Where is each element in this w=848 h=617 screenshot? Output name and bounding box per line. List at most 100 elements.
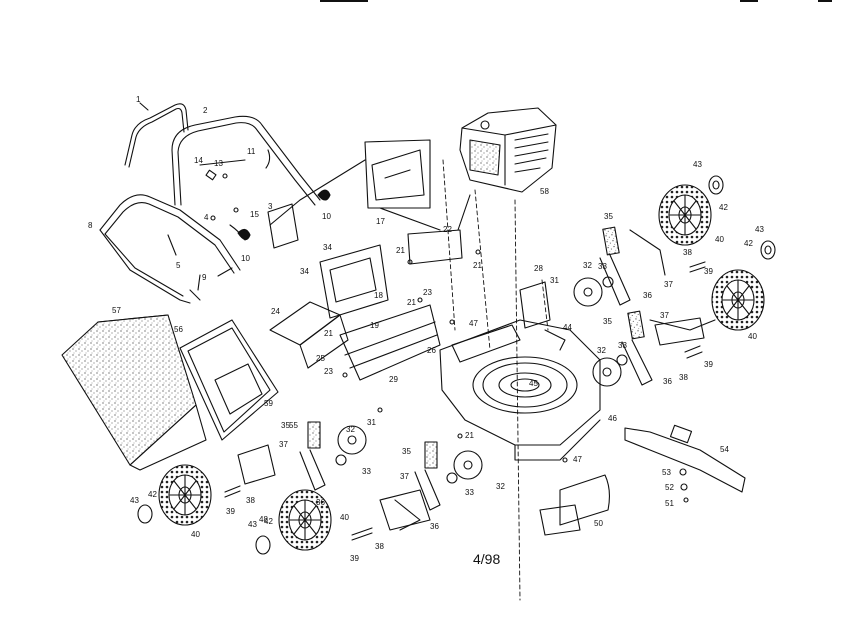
callout-42b: 42 (744, 239, 753, 248)
callout-44: 44 (563, 323, 572, 332)
screws (342, 249, 568, 463)
axle-brackets (237, 317, 705, 531)
blade-part-54 (624, 424, 746, 503)
callout-33a: 33 (598, 262, 607, 271)
callout-47b: 47 (573, 455, 582, 464)
callout-51: 51 (665, 499, 674, 508)
callout-33d: 33 (465, 488, 474, 497)
baffle-part-50 (539, 474, 611, 536)
callout-52: 52 (665, 483, 674, 492)
upper-handle-part-2 (171, 115, 321, 206)
callout-8: 8 (88, 221, 93, 230)
callout-10b: 10 (241, 254, 250, 263)
grass-bag-part-57 (61, 314, 207, 471)
callout-45: 45 (529, 379, 538, 388)
callout-17: 17 (376, 217, 385, 226)
callout-33c: 33 (362, 467, 371, 476)
callout-43b: 43 (755, 225, 764, 234)
callout-15: 15 (250, 210, 259, 219)
callout-10a: 10 (322, 212, 331, 221)
callout-34b: 34 (300, 267, 309, 276)
callout-46: 46 (608, 414, 617, 423)
callout-55: 55 (289, 421, 298, 430)
top-edge-mark (818, 0, 832, 2)
callout-19: 19 (370, 321, 379, 330)
callout-37b: 37 (660, 311, 669, 320)
control-bail-part-1 (124, 102, 189, 168)
height-adjuster-left-rear (414, 441, 441, 511)
height-adjuster-right-rear (599, 226, 666, 306)
callout-43a: 43 (693, 160, 702, 169)
callout-59: 59 (264, 399, 273, 408)
callout-36a: 36 (643, 291, 652, 300)
callout-58: 58 (540, 187, 549, 196)
callout-35d: 35 (402, 447, 411, 456)
callout-1: 1 (136, 95, 141, 104)
callout-31a: 31 (550, 276, 559, 285)
wheel-bolts (224, 261, 706, 541)
callout-48: 48 (259, 515, 268, 524)
callout-39d: 39 (350, 554, 359, 563)
callout-37c: 37 (279, 440, 288, 449)
callout-24: 24 (271, 307, 280, 316)
footer-code: 4/98 (473, 551, 501, 567)
callout-21c: 21 (407, 298, 416, 307)
lower-handle-part-8 (99, 194, 241, 304)
callout-57: 57 (112, 306, 121, 315)
callout-39b: 39 (704, 360, 713, 369)
mower-deck-part-46 (439, 319, 601, 461)
callout-39a: 39 (704, 267, 713, 276)
callout-42c: 42 (148, 490, 157, 499)
callout-38a: 38 (683, 248, 692, 257)
callout-31b: 31 (367, 418, 376, 427)
callout-9: 9 (202, 273, 207, 282)
height-adjuster-left-front (299, 421, 326, 491)
callout-11: 11 (247, 147, 256, 156)
callout-38b: 38 (679, 373, 688, 382)
callout-33b: 33 (618, 341, 627, 350)
callout-32a: 32 (583, 261, 592, 270)
callout-40c: 40 (191, 530, 200, 539)
callout-28: 28 (534, 264, 543, 273)
callout-4: 4 (204, 213, 209, 222)
callout-25: 25 (316, 354, 325, 363)
bag-frame-part-56 (179, 319, 279, 441)
callout-22: 22 (443, 225, 452, 234)
callout-14: 14 (194, 156, 203, 165)
alignment-lines (442, 159, 549, 601)
callout-21b: 21 (473, 261, 482, 270)
callout-23a: 23 (423, 288, 432, 297)
height-adjuster-right-front (621, 310, 716, 386)
drive-assembly (269, 194, 471, 381)
callout-3: 3 (268, 202, 273, 211)
callout-43d: 43 (248, 520, 257, 529)
callout-21a: 21 (396, 246, 405, 255)
handle-hardware (167, 149, 331, 301)
wheel-hubcaps (137, 175, 776, 555)
bracket-part-3 (267, 203, 299, 249)
callout-42a: 42 (719, 203, 728, 212)
callout-36b: 36 (663, 377, 672, 386)
wheel-left-rear (278, 489, 332, 551)
callout-13: 13 (214, 159, 223, 168)
callout-40b: 40 (748, 332, 757, 341)
callout-43c: 43 (130, 496, 139, 505)
callout-35a: 35 (604, 212, 613, 221)
callout-47a: 47 (469, 319, 478, 328)
callout-37d: 37 (400, 472, 409, 481)
callout-56: 56 (174, 325, 183, 334)
callout-23b: 23 (324, 367, 333, 376)
callout-2: 2 (203, 106, 208, 115)
callout-21d: 21 (324, 329, 333, 338)
callout-32c: 32 (346, 425, 355, 434)
engine-part-58 (459, 107, 557, 193)
height-gears (335, 276, 628, 484)
top-edge-mark (320, 0, 368, 2)
callout-21e: 21 (465, 431, 474, 440)
callout-53: 53 (662, 468, 671, 477)
callout-32b: 32 (597, 346, 606, 355)
callout-18: 18 (374, 291, 383, 300)
callout-32d: 32 (496, 482, 505, 491)
callout-5: 5 (176, 261, 181, 270)
